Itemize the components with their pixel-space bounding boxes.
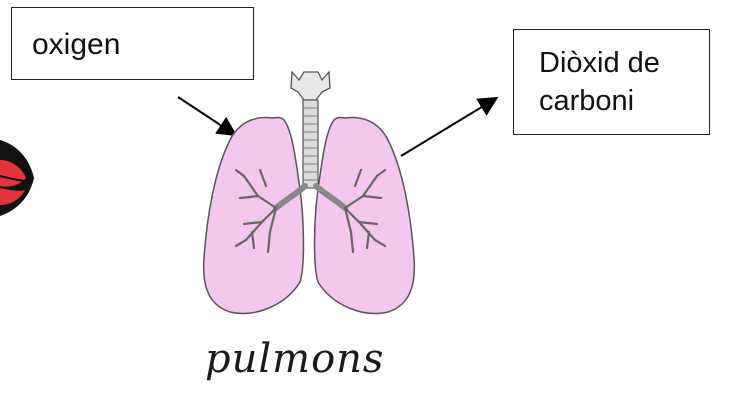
trachea (303, 100, 318, 188)
right-lung (315, 118, 415, 314)
co2-arrow (401, 99, 495, 156)
oxygen-label-box: oxigen (11, 7, 254, 80)
co2-label-box: Diòxid de carboni (513, 29, 710, 135)
lungs-illustration (204, 72, 415, 313)
co2-label-line2: carboni (539, 82, 709, 120)
larynx (291, 72, 330, 100)
lips-icon (0, 140, 34, 216)
oxygen-label: oxigen (32, 28, 120, 61)
lungs-caption: pulmons (205, 336, 405, 382)
oxygen-arrow (178, 97, 234, 134)
co2-label-line1: Diòxid de (539, 44, 709, 82)
left-lung (204, 118, 304, 314)
